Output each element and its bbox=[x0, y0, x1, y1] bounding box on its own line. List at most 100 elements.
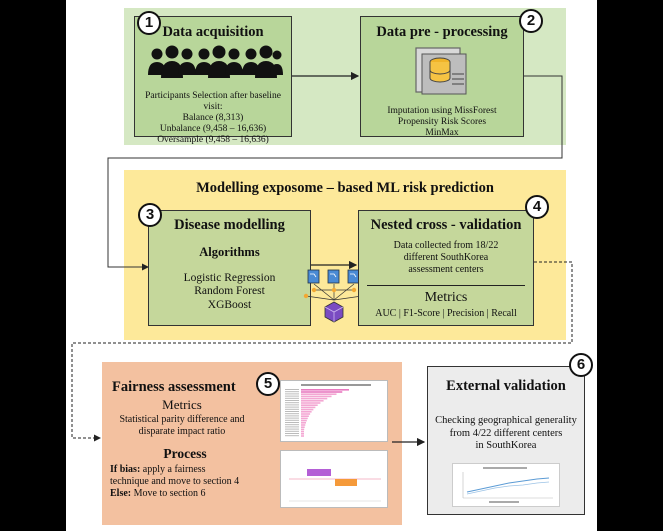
data-preprocessing-details: Imputation using MissForest Propensity R… bbox=[361, 106, 523, 139]
detail-line: Participants Selection after baseline vi… bbox=[145, 91, 281, 112]
feature-importance-bar bbox=[301, 395, 332, 398]
detail-line: Unbalance (9,458 – 16,636) bbox=[159, 124, 267, 134]
step-number-5: 5 bbox=[256, 372, 280, 396]
feature-importance-bar bbox=[301, 413, 311, 415]
feature-label-mark bbox=[285, 391, 299, 393]
process-else-label: Else: bbox=[110, 488, 132, 499]
metrics-heading: Metrics bbox=[424, 290, 468, 305]
fairness-metrics-text: Statistical parity difference and dispar… bbox=[108, 414, 256, 438]
feature-label-mark bbox=[285, 397, 299, 399]
process-if-line: If bias: apply a fairness bbox=[110, 464, 270, 476]
feature-importance-bar bbox=[301, 404, 318, 406]
feature-label-mark bbox=[285, 422, 299, 423]
data-acquisition-title: Data acquisition bbox=[162, 24, 264, 40]
detail-line: assessment centers bbox=[408, 264, 484, 275]
process-else-line: Else: Move to section 6 bbox=[110, 488, 270, 500]
process-text: If bias: apply a fairness technique and … bbox=[110, 464, 270, 500]
detail-line: Propensity Risk Scores bbox=[397, 117, 487, 127]
feature-importance-bar bbox=[301, 433, 304, 435]
feature-label-mark bbox=[285, 400, 299, 401]
process-else-text: Move to section 6 bbox=[131, 488, 206, 499]
feature-label-mark bbox=[285, 417, 299, 419]
data-preprocessing-box: Data pre - processing Imputation using M… bbox=[360, 16, 524, 139]
feature-importance-bar bbox=[301, 400, 324, 402]
feature-label-mark bbox=[285, 402, 299, 404]
feature-label-mark bbox=[285, 389, 299, 390]
feature-label-mark bbox=[285, 428, 299, 430]
nested-cv-details: Data collected from 18/22 different Sout… bbox=[359, 240, 533, 276]
database-document-icon bbox=[415, 47, 467, 95]
step-number-1: 1 bbox=[137, 11, 161, 35]
model-network-icon bbox=[303, 269, 365, 323]
detail-line: from 4/22 different centers bbox=[449, 427, 563, 439]
feature-importance-bar bbox=[301, 435, 304, 437]
feature-importance-bar bbox=[301, 397, 328, 400]
feature-label-mark bbox=[285, 393, 299, 395]
bias-thumbnail bbox=[280, 450, 388, 508]
validation-series-line bbox=[466, 481, 550, 495]
bias-bar bbox=[335, 479, 357, 486]
connector-lines bbox=[71, 71, 573, 447]
detail-line: disparate impact ratio bbox=[138, 426, 226, 437]
fairness-metrics-heading: Metrics bbox=[162, 397, 202, 412]
feature-label-mark bbox=[285, 413, 299, 415]
process-if-text: apply a fairness bbox=[140, 464, 206, 475]
feature-importance-bar bbox=[301, 389, 349, 391]
feature-importance-bar bbox=[301, 422, 306, 424]
algorithm-item: Random Forest bbox=[194, 285, 265, 297]
feature-importance-bar bbox=[301, 406, 316, 409]
feature-label-mark bbox=[285, 430, 299, 432]
modelling-header: Modelling exposome – based ML risk predi… bbox=[196, 180, 494, 196]
feature-label-mark bbox=[285, 404, 299, 406]
data-acquisition-details: Participants Selection after baseline vi… bbox=[135, 91, 291, 146]
people-group-icon bbox=[148, 45, 283, 78]
detail-line: different SouthKorea bbox=[403, 252, 489, 263]
feature-importance-bar bbox=[301, 424, 306, 426]
arrow-2-to-3 bbox=[107, 75, 563, 271]
algorithm-item: Logistic Regression bbox=[183, 271, 276, 284]
validation-line-chart bbox=[462, 467, 553, 503]
feature-label-mark bbox=[285, 424, 299, 426]
feature-label-mark bbox=[285, 433, 299, 434]
bias-chart bbox=[289, 469, 381, 502]
feature-label-mark bbox=[285, 415, 299, 417]
feature-importance-bar bbox=[301, 391, 343, 393]
process-if-label: If bias: bbox=[110, 464, 141, 475]
step-number-3: 3 bbox=[138, 203, 162, 227]
disease-modelling-box: Disease modelling Algorithms Logistic Re… bbox=[148, 210, 311, 326]
arrow-4-to-5 bbox=[71, 261, 573, 442]
detail-line: Imputation using MissForest bbox=[387, 106, 497, 116]
detail-line: Data collected from 18/22 bbox=[393, 240, 499, 251]
feature-importance-bar bbox=[301, 415, 309, 417]
algorithms-heading: Algorithms bbox=[199, 245, 260, 259]
feature-label-mark bbox=[285, 406, 299, 408]
bias-bar bbox=[307, 469, 331, 476]
feature-importance-bar bbox=[301, 426, 305, 428]
external-validation-box: External validation Checking geographica… bbox=[427, 366, 585, 515]
detail-line: in SouthKorea bbox=[475, 440, 537, 451]
detail-line: Statistical parity difference and bbox=[119, 414, 245, 425]
step-number-2: 2 bbox=[519, 9, 543, 33]
feature-importance-bar bbox=[301, 419, 307, 422]
fairness-title: Fairness assessment bbox=[112, 379, 236, 395]
feature-importance-bar bbox=[301, 408, 314, 411]
feature-importance-bar bbox=[301, 393, 337, 395]
step-number-4: 4 bbox=[525, 195, 549, 219]
nested-cv-title: Nested cross - validation bbox=[370, 217, 522, 233]
feature-label-mark bbox=[285, 395, 299, 397]
detail-line: Checking geographical generality bbox=[435, 415, 577, 426]
feature-importance-chart bbox=[285, 384, 371, 437]
detail-line: MinMax bbox=[425, 128, 459, 138]
disease-modelling-title: Disease modelling bbox=[174, 217, 285, 233]
data-preprocessing-title: Data pre - processing bbox=[376, 24, 508, 40]
feature-label-mark bbox=[285, 411, 299, 412]
diagram-canvas: Data acquisition Participants Selection … bbox=[66, 0, 597, 531]
data-acquisition-box: Data acquisition Participants Selection … bbox=[134, 16, 292, 145]
validation-series-line bbox=[466, 477, 550, 493]
feature-label-mark bbox=[285, 435, 299, 437]
step-number-6: 6 bbox=[569, 353, 593, 377]
external-validation-details: Checking geographical generality from 4/… bbox=[428, 415, 584, 453]
feature-label-mark bbox=[285, 419, 299, 421]
feature-importance-bar bbox=[301, 417, 308, 420]
nested-cv-box: Nested cross - validation Data collected… bbox=[358, 210, 534, 326]
